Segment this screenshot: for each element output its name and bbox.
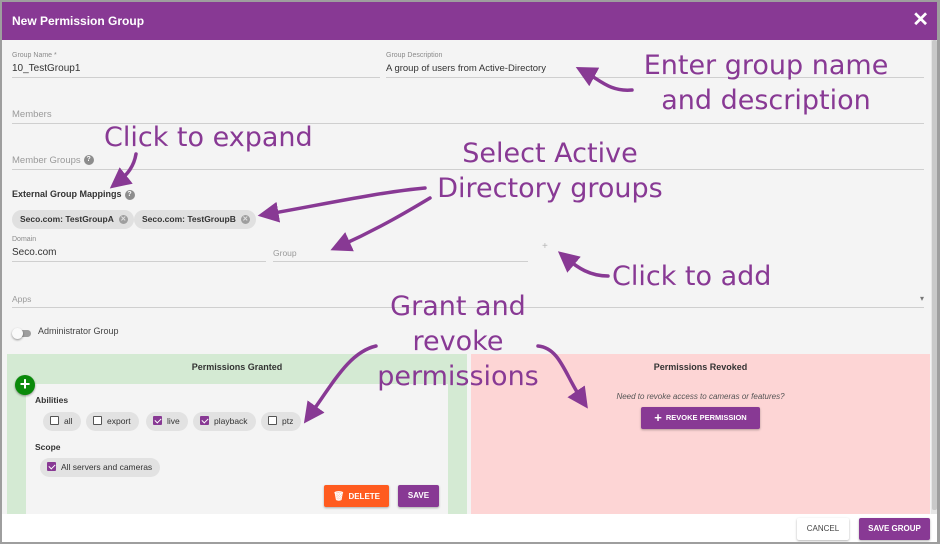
domain-value: Seco.com [12, 247, 57, 258]
external-group-mappings-title[interactable]: External Group Mappings? [12, 189, 135, 200]
remove-chip-icon[interactable]: ✕ [240, 215, 250, 225]
ability-label: all [64, 416, 73, 426]
help-icon[interactable]: ? [83, 155, 94, 166]
checkbox-icon [93, 416, 102, 426]
annotation-line: and description [661, 85, 871, 116]
ability-label: live [167, 416, 180, 426]
scope-option-label: All servers and cameras [61, 462, 153, 472]
revoke-hint: Need to revoke access to cameras or feat… [616, 392, 785, 401]
group-field[interactable]: Group [273, 234, 528, 262]
ability-label: ptz [282, 416, 294, 426]
permission-card: Abilities all export live playback ptz S… [26, 384, 448, 514]
annotation-grant-revoke: Grant and revoke permissions [368, 289, 548, 394]
group-description-field[interactable]: Group Description A group of users from … [386, 50, 924, 78]
checkbox-icon [50, 416, 59, 426]
remove-chip-icon[interactable]: ✕ [118, 215, 128, 225]
domain-label: Domain [12, 236, 37, 243]
annotation-enter-name: Enter group name and description [636, 48, 896, 118]
ability-checkbox-export[interactable]: export [86, 412, 139, 431]
checkbox-checked-icon [200, 416, 209, 426]
permissions-granted-panel: Permissions Granted + Abilities all expo… [7, 354, 467, 514]
permissions-revoked-title: Permissions Revoked [653, 362, 748, 372]
administrator-group-label: Administrator Group [38, 326, 119, 336]
group-name-value: 10_TestGroup1 [12, 63, 81, 74]
administrator-group-toggle[interactable] [12, 328, 32, 339]
close-icon[interactable]: ✕ [912, 9, 929, 31]
group-mapping-chip: Seco.com: TestGroupB ✕ [134, 210, 256, 229]
annotation-line: revoke [412, 326, 504, 357]
toggle-knob [12, 328, 23, 339]
save-permission-button[interactable]: SAVE [398, 485, 439, 507]
group-description-label: Group Description [386, 52, 443, 59]
dialog-footer: CANCEL SAVE GROUP [2, 514, 937, 542]
ability-checkbox-playback[interactable]: playback [193, 412, 256, 431]
chip-label: Seco.com: TestGroupB [142, 214, 236, 224]
apps-select[interactable]: Apps ▾ [12, 288, 924, 308]
scope-checkbox-all-servers[interactable]: All servers and cameras [40, 458, 161, 477]
chip-label: Seco.com: TestGroupA [20, 214, 114, 224]
add-mapping-icon[interactable]: + [542, 241, 548, 252]
revoke-permission-button[interactable]: +REVOKE PERMISSION [641, 407, 760, 429]
annotation-click-add: Click to add [612, 261, 772, 292]
members-placeholder: Members [12, 109, 52, 120]
group-description-value: A group of users from Active-Directory [386, 63, 546, 74]
checkbox-icon [268, 416, 277, 426]
group-name-label: Group Name * [12, 52, 57, 59]
chevron-down-icon[interactable]: ▾ [919, 294, 924, 303]
annotation-click-expand: Click to expand [104, 122, 313, 153]
toggle-track [16, 330, 31, 337]
ability-checkbox-live[interactable]: live [146, 412, 188, 431]
ability-label: playback [214, 416, 248, 426]
apps-placeholder: Apps [12, 294, 32, 304]
scope-label: Scope [35, 442, 61, 452]
delete-label: DELETE [348, 492, 380, 501]
checkbox-checked-icon [47, 462, 56, 472]
annotation-line: Directory groups [437, 173, 663, 204]
annotation-select-ad: Select Active Directory groups [420, 136, 680, 206]
annotation-line: Select Active [462, 138, 638, 169]
group-name-field[interactable]: Group Name * 10_TestGroup1 [12, 50, 380, 78]
members-field[interactable]: Members [12, 102, 924, 124]
dialog-title: New Permission Group [12, 14, 145, 28]
scrollbar-thumb[interactable] [932, 40, 937, 510]
help-icon[interactable]: ? [124, 189, 135, 200]
ability-label: export [107, 416, 131, 426]
checkbox-checked-icon [153, 416, 162, 426]
delete-button[interactable]: 🗑DELETE [324, 485, 389, 507]
annotation-line: Enter group name [643, 50, 889, 81]
ability-checkbox-ptz[interactable]: ptz [261, 412, 302, 431]
annotation-line: Grant and [390, 291, 526, 322]
add-permission-icon[interactable]: + [15, 375, 35, 395]
cancel-button[interactable]: CANCEL [797, 518, 849, 540]
permissions-granted-title: Permissions Granted [191, 362, 283, 372]
ability-checkbox-all[interactable]: all [43, 412, 81, 431]
domain-field[interactable]: Domain Seco.com [12, 234, 266, 262]
revoke-permission-label: REVOKE PERMISSION [665, 413, 747, 422]
plus-icon: + [654, 410, 662, 426]
member-groups-placeholder: Member Groups? [12, 155, 94, 166]
trash-icon: 🗑 [333, 491, 345, 501]
member-groups-text: Member Groups [12, 155, 81, 166]
save-group-button[interactable]: SAVE GROUP [859, 518, 930, 540]
group-mapping-chip: Seco.com: TestGroupA ✕ [12, 210, 134, 229]
dialog-titlebar: New Permission Group ✕ [2, 2, 937, 40]
member-groups-field[interactable]: Member Groups? [12, 148, 924, 170]
abilities-label: Abilities [35, 395, 69, 405]
external-group-mappings-label: External Group Mappings [12, 189, 122, 199]
annotation-line: permissions [377, 361, 539, 392]
group-placeholder: Group [273, 248, 297, 258]
